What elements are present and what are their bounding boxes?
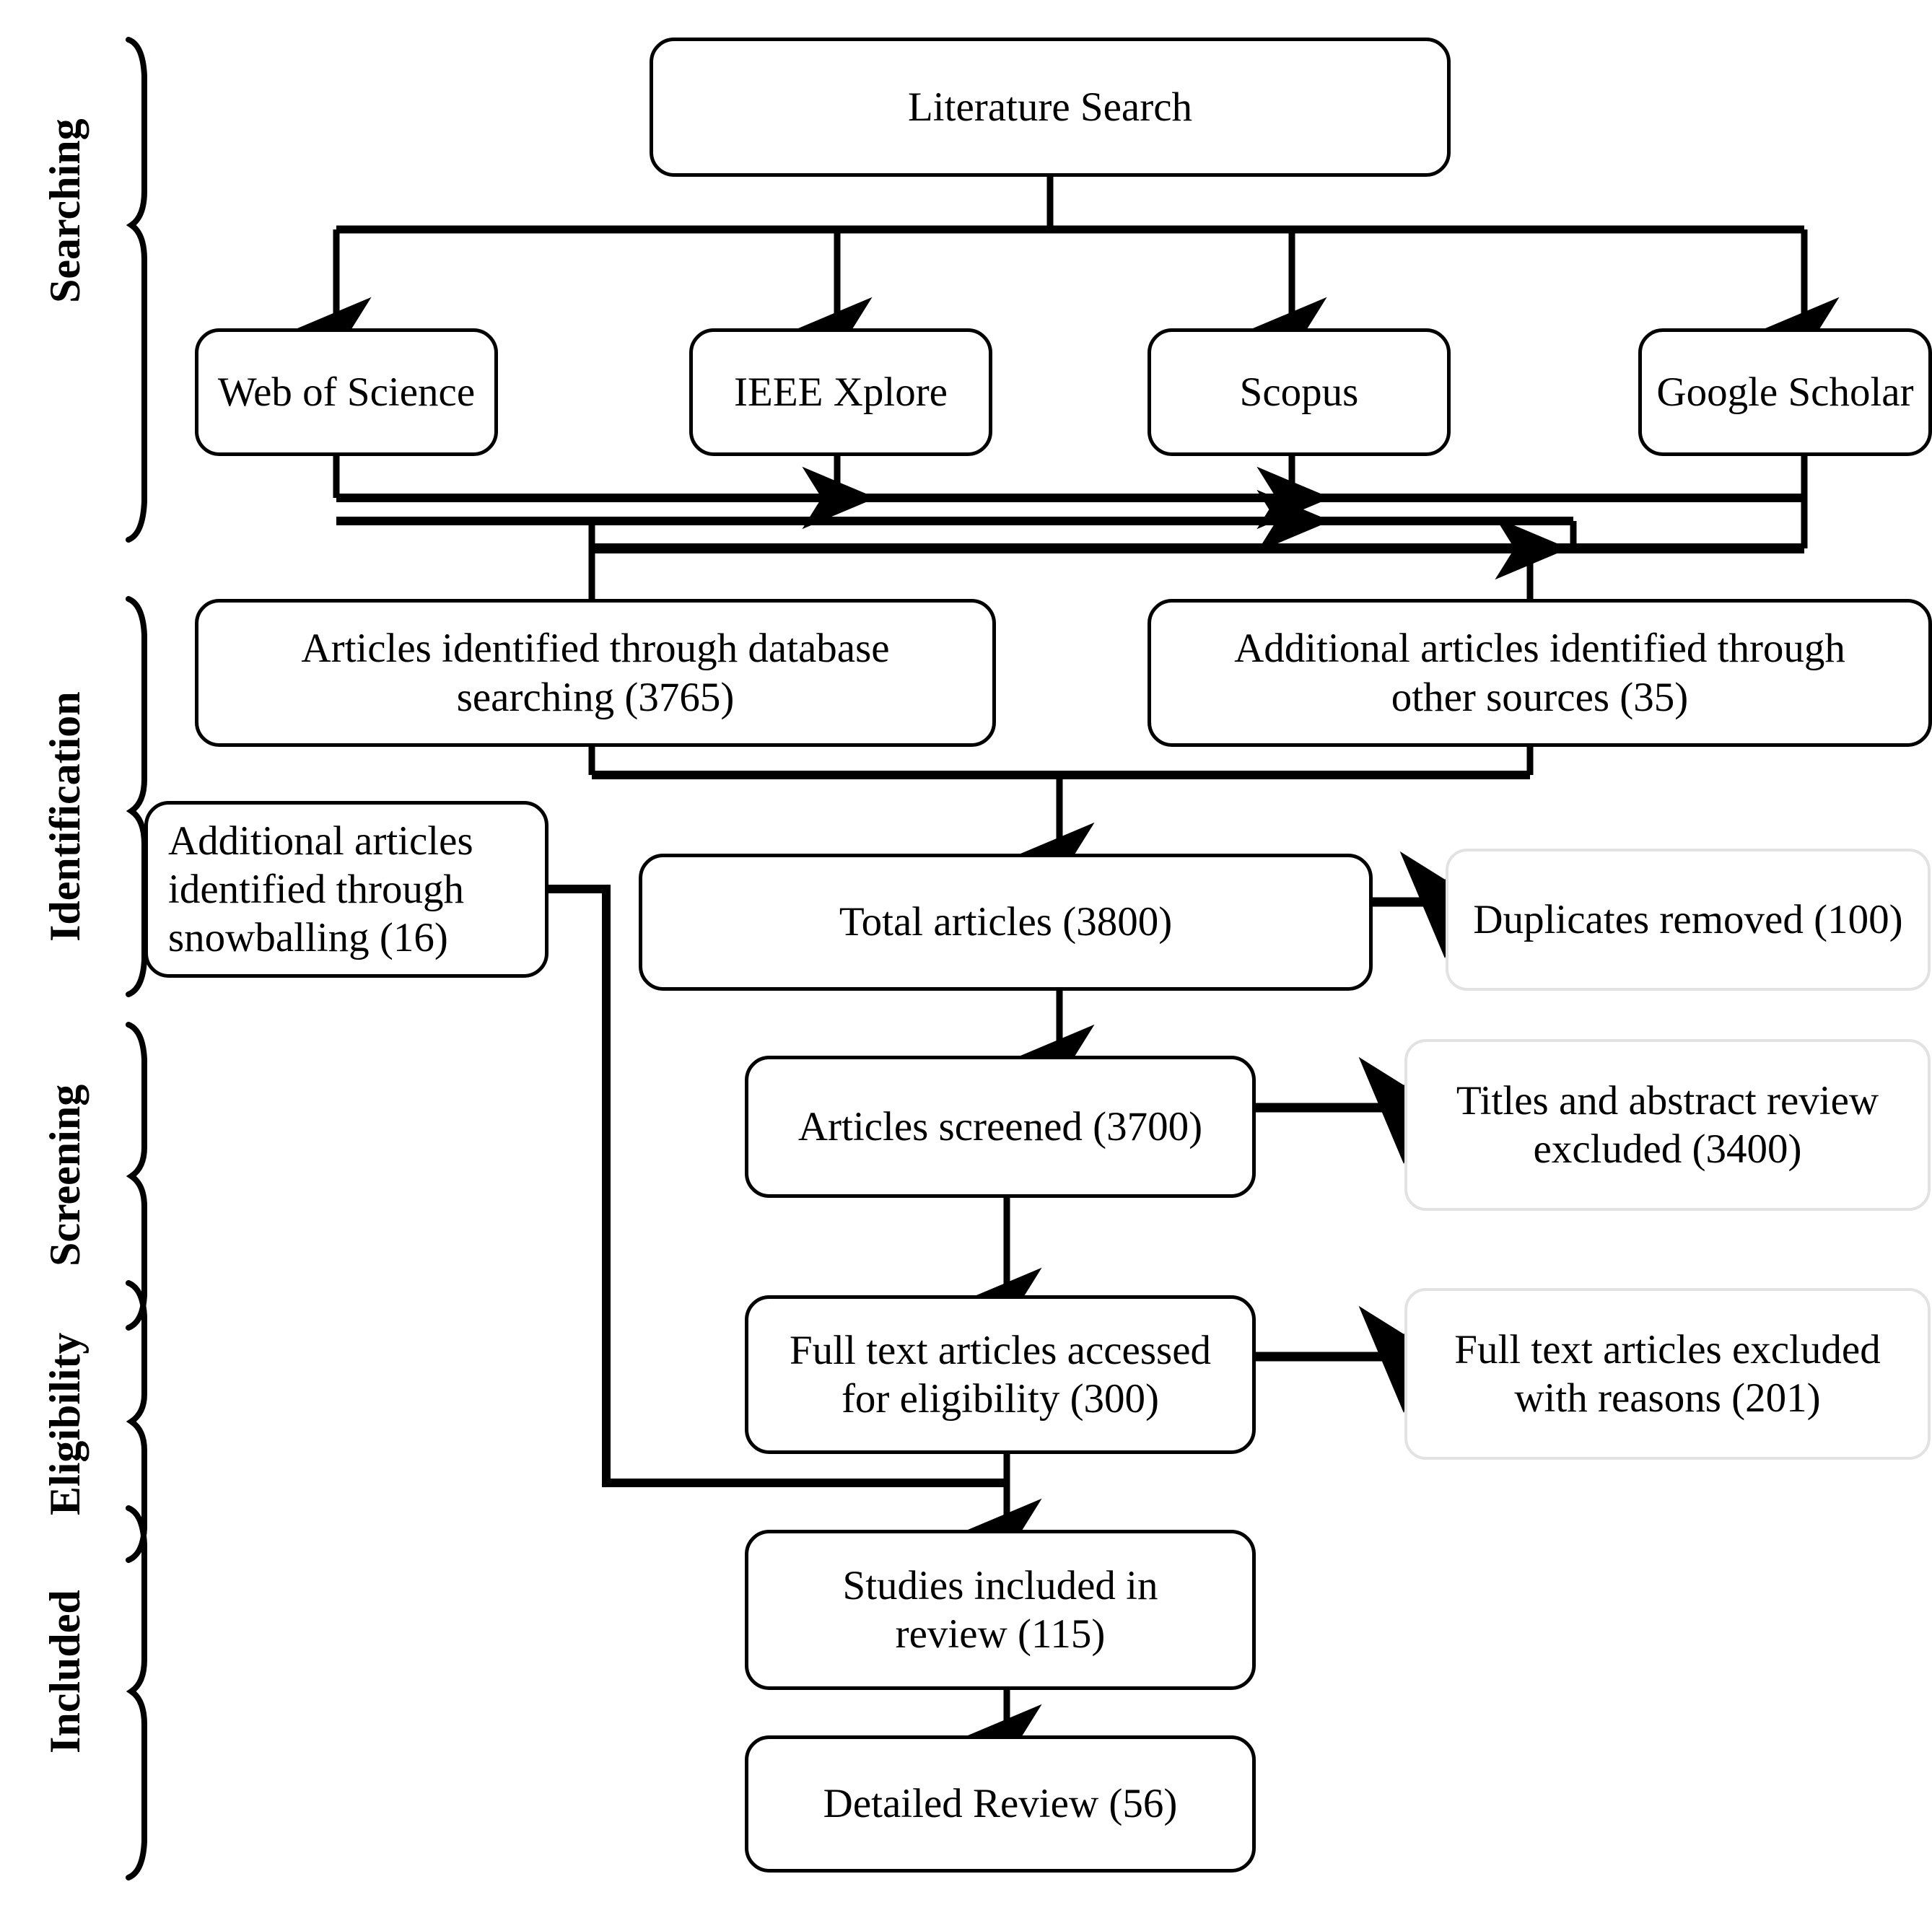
node-full-text-excluded[interactable]: Full text articles excluded with reasons… — [1404, 1288, 1931, 1460]
stage-label-searching: Searching — [41, 118, 89, 303]
node-studies-included-line2: review (115) — [895, 1611, 1106, 1657]
node-duplicates-removed-label: Duplicates removed (100) — [1473, 896, 1903, 942]
node-database-searching-label: Articles identified through database sea… — [301, 624, 889, 722]
node-titles-abstract-excluded[interactable]: Titles and abstract review excluded (340… — [1404, 1039, 1931, 1211]
node-articles-screened[interactable]: Articles screened (3700) — [745, 1056, 1256, 1198]
node-snowballing-line3: snowballing (16) — [168, 915, 448, 961]
node-studies-included[interactable]: Studies included in review (115) — [745, 1530, 1256, 1690]
brace-identification — [126, 596, 147, 997]
brace-included — [126, 1505, 147, 1880]
edge-snowballing-to-included — [548, 885, 1007, 1487]
node-titles-abstract-excluded-label: Titles and abstract review excluded (340… — [1456, 1077, 1879, 1174]
node-full-text-excluded-line2: with reasons (201) — [1514, 1375, 1821, 1421]
node-database-searching-line1: Articles identified through database — [301, 626, 890, 672]
node-other-sources[interactable]: Additional articles identified through o… — [1148, 599, 1932, 747]
node-studies-included-line1: Studies included in — [842, 1562, 1158, 1608]
node-other-sources-line1: Additional articles identified through — [1234, 626, 1845, 672]
node-detailed-review-label: Detailed Review (56) — [823, 1781, 1178, 1827]
node-literature-search-label: Literature Search — [907, 84, 1193, 130]
node-snowballing-line1: Additional articles — [168, 818, 473, 864]
node-full-text-assessed-line2: for eligibility (300) — [841, 1376, 1160, 1422]
node-snowballing[interactable]: Additional articles identified through s… — [144, 801, 548, 978]
node-full-text-assessed-line1: Full text articles accessed — [789, 1327, 1212, 1373]
node-full-text-excluded-line1: Full text articles excluded — [1454, 1326, 1881, 1372]
node-web-of-science[interactable]: Web of Science — [195, 328, 498, 456]
node-database-searching-line2: searching (3765) — [456, 674, 735, 720]
stage-label-identification: Identification — [41, 691, 89, 942]
node-titles-excluded-line2: excluded (3400) — [1533, 1126, 1802, 1172]
node-detailed-review[interactable]: Detailed Review (56) — [745, 1735, 1256, 1873]
node-full-text-assessed-label: Full text articles accessed for eligibil… — [790, 1326, 1211, 1424]
node-duplicates-removed[interactable]: Duplicates removed (100) — [1446, 849, 1931, 991]
stage-label-screening: Screening — [41, 1084, 89, 1266]
node-ieee-xplore-label: IEEE Xplore — [734, 369, 948, 415]
node-articles-screened-label: Articles screened (3700) — [797, 1103, 1203, 1149]
stage-label-included: Included — [41, 1590, 89, 1753]
node-scopus-label: Scopus — [1239, 369, 1359, 415]
node-total-articles-label: Total articles (3800) — [839, 899, 1173, 945]
node-scopus[interactable]: Scopus — [1148, 328, 1451, 456]
node-ieee-xplore[interactable]: IEEE Xplore — [689, 328, 992, 456]
node-other-sources-line2: other sources (35) — [1391, 674, 1689, 720]
node-snowballing-label: Additional articles identified through s… — [168, 817, 473, 963]
node-google-scholar-label: Google Scholar — [1656, 369, 1914, 415]
node-studies-included-label: Studies included in review (115) — [843, 1562, 1158, 1659]
node-total-articles[interactable]: Total articles (3800) — [639, 854, 1373, 991]
node-google-scholar[interactable]: Google Scholar — [1638, 328, 1932, 456]
node-literature-search[interactable]: Literature Search — [650, 38, 1451, 177]
brace-searching — [126, 37, 147, 543]
node-full-text-assessed[interactable]: Full text articles accessed for eligibil… — [745, 1295, 1256, 1454]
node-full-text-excluded-label: Full text articles excluded with reasons… — [1454, 1326, 1880, 1423]
node-web-of-science-label: Web of Science — [217, 369, 476, 415]
node-titles-excluded-line1: Titles and abstract review — [1456, 1077, 1879, 1124]
node-snowballing-line2: identified through — [168, 866, 464, 912]
node-database-searching[interactable]: Articles identified through database sea… — [195, 599, 996, 747]
stage-label-eligibility: Eligibility — [41, 1332, 89, 1515]
node-other-sources-label: Additional articles identified through o… — [1234, 624, 1845, 722]
